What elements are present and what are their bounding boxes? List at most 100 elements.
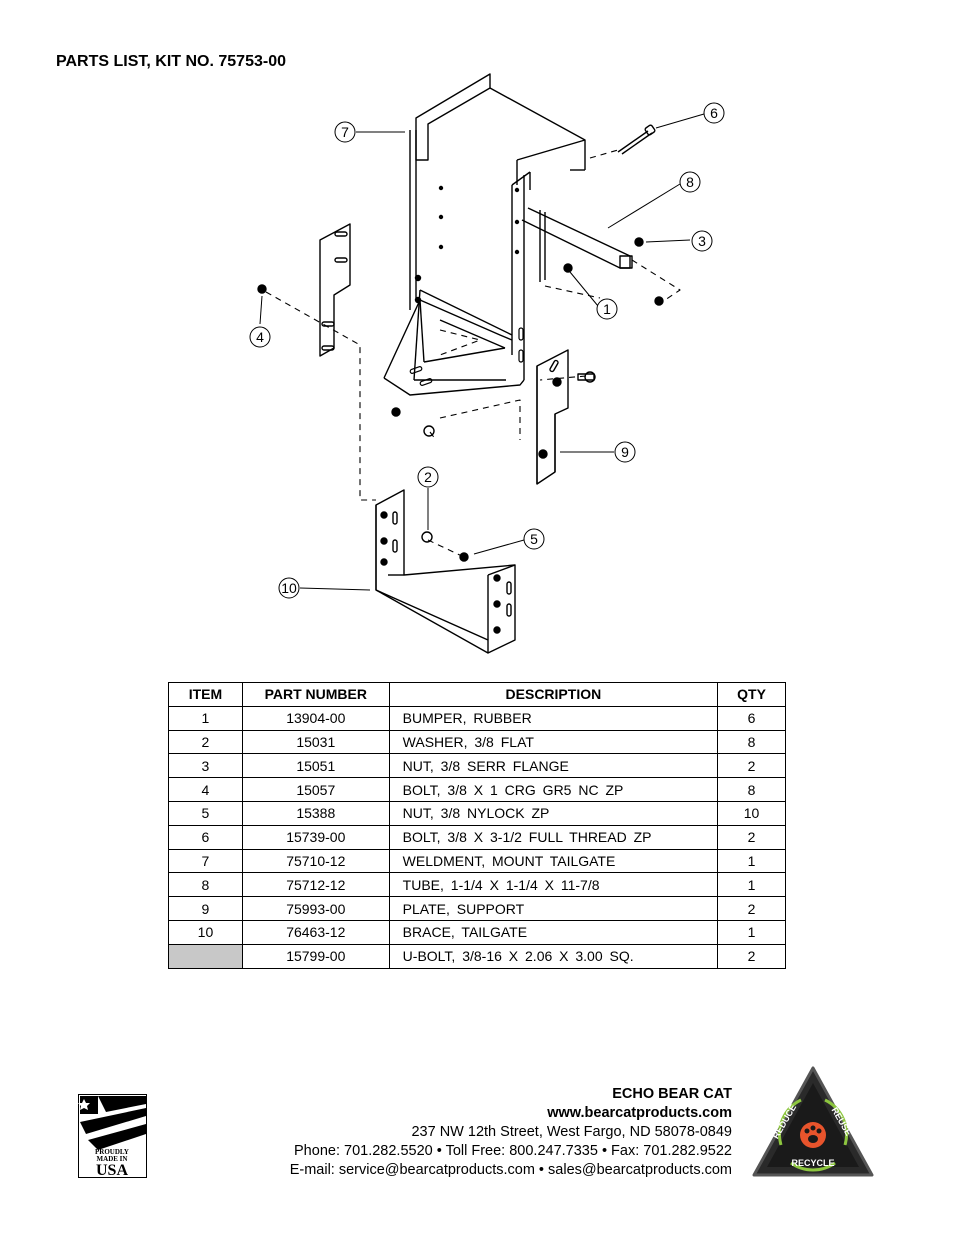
callout-6: 6 — [703, 102, 725, 124]
svg-text:10: 10 — [281, 580, 297, 596]
cell-part: 75712-12 — [241, 872, 390, 898]
table-row: 8 75712-12 TUBE, 1-1/4 X 1-1/4 X 11-7/8 … — [168, 872, 786, 898]
svg-text:9: 9 — [621, 444, 629, 460]
table-row: 2 15031 WASHER, 3/8 FLAT 8 — [168, 729, 786, 755]
table-header-row: ITEM PART NUMBER DESCRIPTION QTY — [168, 682, 786, 707]
svg-text:PROUDLY: PROUDLY — [95, 1148, 129, 1156]
reduce-reuse-recycle-logo: REDUCE REUSE RECYCLE — [752, 1066, 874, 1177]
cell-qty: 6 — [717, 705, 786, 731]
exploded-parts-diagram: 1 2 3 4 5 6 7 8 9 10 — [249, 73, 725, 654]
cell-desc: BUMPER, RUBBER — [388, 705, 719, 731]
support-plate — [536, 349, 569, 485]
cell-desc: NUT, 3/8 SERR FLANGE — [388, 753, 719, 779]
cell-part: 76463-12 — [241, 919, 390, 945]
table-row: 3 15051 NUT, 3/8 SERR FLANGE 2 — [168, 753, 786, 779]
cell-qty: 2 — [717, 824, 786, 850]
cell-part: 15739-00 — [241, 824, 390, 850]
cell-part: 13904-00 — [241, 705, 390, 731]
header-item: ITEM — [168, 682, 243, 707]
made-in-usa-logo: PROUDLY MADE IN USA — [78, 1094, 147, 1178]
cell-desc: TUBE, 1-1/4 X 1-1/4 X 11-7/8 — [388, 872, 719, 898]
svg-text:7: 7 — [341, 124, 349, 140]
cell-qty: 8 — [717, 777, 786, 802]
cell-part: 15051 — [241, 753, 390, 779]
cell-part: 15031 — [241, 729, 390, 755]
cell-item — [168, 943, 243, 969]
company-website[interactable]: www.bearcatproducts.com — [547, 1105, 732, 1121]
company-address: 237 NW 12th Street, West Fargo, ND 58078… — [411, 1124, 732, 1140]
cell-part: 75710-12 — [241, 848, 390, 874]
header-part-number: PART NUMBER — [241, 682, 390, 707]
header-qty: QTY — [717, 682, 786, 707]
cell-item: 1 — [168, 705, 243, 731]
cell-item: 3 — [168, 753, 243, 779]
cell-part: 15799-00 — [241, 943, 390, 969]
cell-qty: 2 — [717, 896, 786, 921]
callout-2: 2 — [417, 466, 439, 488]
cell-item: 10 — [168, 919, 243, 945]
cell-qty: 1 — [717, 919, 786, 945]
cell-part: 75993-00 — [241, 896, 390, 921]
company-phone: Phone: 701.282.5520 • Toll Free: 800.247… — [294, 1143, 732, 1159]
cell-qty: 2 — [717, 943, 786, 969]
svg-text:3: 3 — [698, 233, 706, 249]
table-row: 5 15388 NUT, 3/8 NYLOCK ZP 10 — [168, 800, 786, 826]
cell-desc: BOLT, 3/8 X 1 CRG GR5 NC ZP — [388, 777, 719, 802]
table-row: 15799-00 U-BOLT, 3/8-16 X 2.06 X 3.00 SQ… — [168, 943, 786, 969]
callout-5: 5 — [523, 528, 545, 550]
svg-text:2: 2 — [424, 469, 432, 485]
svg-text:8: 8 — [686, 174, 694, 190]
cell-desc: PLATE, SUPPORT — [388, 896, 719, 921]
cell-desc: WASHER, 3/8 FLAT — [388, 729, 719, 755]
cell-part: 15388 — [241, 800, 390, 826]
cell-qty: 10 — [717, 800, 786, 826]
table-row: 10 76463-12 BRACE, TAILGATE 1 — [168, 919, 786, 945]
svg-text:RECYCLE: RECYCLE — [791, 1158, 834, 1168]
cell-item: 4 — [168, 777, 243, 802]
cell-item: 8 — [168, 872, 243, 898]
brace-tailgate — [375, 489, 516, 654]
svg-text:USA: USA — [96, 1162, 128, 1178]
cell-item: 6 — [168, 824, 243, 850]
callout-4: 4 — [249, 326, 271, 348]
cell-qty: 2 — [717, 753, 786, 779]
svg-text:6: 6 — [710, 105, 718, 121]
table-row: 4 15057 BOLT, 3/8 X 1 CRG GR5 NC ZP 8 — [168, 777, 786, 802]
callout-8: 8 — [679, 171, 701, 193]
cell-item: 2 — [168, 729, 243, 755]
cell-desc: WELDMENT, MOUNT TAILGATE — [388, 848, 719, 874]
cell-qty: 8 — [717, 729, 786, 755]
cell-desc: BOLT, 3/8 X 3-1/2 FULL THREAD ZP — [388, 824, 719, 850]
cell-desc: NUT, 3/8 NYLOCK ZP — [388, 800, 719, 826]
cell-desc: BRACE, TAILGATE — [388, 919, 719, 945]
weldment-mount-tailgate — [383, 73, 586, 396]
table-row: 1 13904-00 BUMPER, RUBBER 6 — [168, 705, 786, 731]
header-description: DESCRIPTION — [388, 682, 719, 707]
callout-7: 7 — [334, 121, 356, 143]
callout-10: 10 — [278, 577, 300, 599]
callout-9: 9 — [614, 441, 636, 463]
cell-desc: U-BOLT, 3/8-16 X 2.06 X 3.00 SQ. — [388, 943, 719, 969]
cell-item: 5 — [168, 800, 243, 826]
cell-qty: 1 — [717, 872, 786, 898]
callout-3: 3 — [691, 230, 713, 252]
tube — [521, 207, 633, 282]
cell-item: 9 — [168, 896, 243, 921]
svg-text:1: 1 — [603, 301, 611, 317]
bolt-full-thread — [617, 124, 656, 155]
table-row: 9 75993-00 PLATE, SUPPORT 2 — [168, 896, 786, 921]
company-info: ECHO BEAR CAT www.bearcatproducts.com 23… — [290, 1085, 732, 1180]
table-row: 7 75710-12 WELDMENT, MOUNT TAILGATE 1 — [168, 848, 786, 874]
table-row: 6 15739-00 BOLT, 3/8 X 3-1/2 FULL THREAD… — [168, 824, 786, 850]
company-email[interactable]: E-mail: service@bearcatproducts.com • sa… — [289, 1162, 732, 1178]
company-name: ECHO BEAR CAT — [612, 1086, 732, 1102]
cell-part: 15057 — [241, 777, 390, 802]
page-title: PARTS LIST, KIT NO. 75753-00 — [56, 53, 286, 70]
svg-text:MADE IN: MADE IN — [97, 1155, 128, 1163]
svg-text:5: 5 — [530, 531, 538, 547]
callout-1: 1 — [596, 298, 618, 320]
svg-text:4: 4 — [256, 329, 264, 345]
cell-qty: 1 — [717, 848, 786, 874]
u-bolt-plate — [319, 223, 351, 357]
cell-item: 7 — [168, 848, 243, 874]
